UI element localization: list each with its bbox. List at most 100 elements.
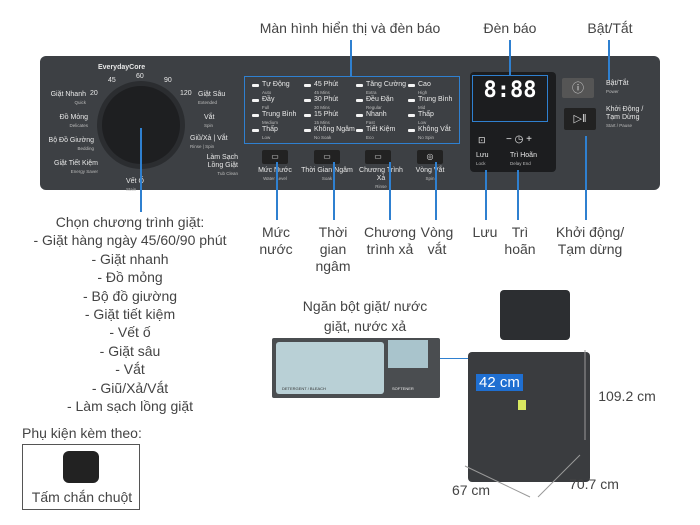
option-led bbox=[252, 84, 259, 87]
rinse-callout: Chương trình xả bbox=[363, 224, 417, 257]
option-led bbox=[252, 129, 259, 132]
dial-number: 90 bbox=[164, 77, 172, 84]
callout-line bbox=[608, 40, 610, 80]
option-led bbox=[356, 129, 363, 132]
detergent-label: DETERGENT / BLEACH bbox=[282, 386, 326, 391]
program-item: - Giặt nhanh bbox=[91, 250, 169, 267]
program-item: - Vết ố bbox=[109, 324, 151, 341]
option-led bbox=[356, 114, 363, 117]
option-led bbox=[304, 129, 311, 132]
option-led bbox=[304, 114, 311, 117]
callout-line bbox=[509, 40, 511, 75]
program-list-title: Chọn chương trình giặt: bbox=[55, 214, 205, 230]
callout-line bbox=[389, 162, 391, 220]
callout-line bbox=[140, 128, 142, 212]
option-led bbox=[408, 129, 415, 132]
energy-label-icon bbox=[518, 400, 526, 410]
softener-compartment bbox=[388, 340, 428, 368]
callout-line bbox=[350, 40, 352, 77]
display-label: Màn hình hiển thị và đèn báo bbox=[259, 20, 441, 36]
callout-line bbox=[276, 162, 278, 220]
height-dimension: 109.2 cm bbox=[598, 388, 656, 404]
accessory-name: Tấm chắn chuột bbox=[31, 489, 133, 505]
dispenser-title: Ngăn bột giặt/ nước giặt, nước xả bbox=[302, 298, 428, 334]
option-led bbox=[304, 84, 311, 87]
option-led bbox=[252, 114, 259, 117]
accessories-title: Phụ kiện kèm theo: bbox=[22, 425, 142, 441]
brand-logo: EverydayCore bbox=[98, 64, 146, 71]
power-label: Bật/Tắt bbox=[587, 20, 633, 36]
soak-time-callout: Thời gian ngâm bbox=[315, 224, 351, 274]
accessory-box: Tấm chắn chuột bbox=[22, 444, 140, 510]
program-list: Chọn chương trình giặt: - Giặt hàng ngày… bbox=[20, 213, 240, 415]
delay-minus-plus-icon[interactable]: − ◷ + bbox=[506, 134, 532, 145]
display-digits: 8:88 bbox=[483, 78, 537, 103]
callout-line bbox=[333, 162, 335, 220]
option-led bbox=[408, 114, 415, 117]
water-level-button[interactable]: ▭ bbox=[262, 150, 288, 164]
option-led bbox=[408, 99, 415, 102]
width-dimension: 67 cm bbox=[451, 482, 491, 498]
soak-button[interactable]: ▭ bbox=[314, 150, 340, 164]
start-pause-button[interactable]: ▷‖ bbox=[564, 108, 596, 130]
delay-callout: Trì hoãn bbox=[504, 224, 536, 257]
washer-body bbox=[468, 352, 590, 482]
water-level-callout: Mức nước bbox=[259, 224, 293, 257]
display-screen: 8:88 bbox=[472, 75, 548, 122]
display-area bbox=[470, 72, 556, 172]
dial-number: 20 bbox=[90, 90, 98, 97]
options-indicator-box bbox=[244, 76, 460, 144]
tub-diameter: 42 cm bbox=[476, 374, 523, 391]
option-led bbox=[304, 99, 311, 102]
softener-label: SOFTENER bbox=[392, 386, 414, 391]
power-button[interactable]: ⓘ bbox=[562, 78, 594, 98]
depth-dimension: 70.7 cm bbox=[569, 476, 619, 492]
dial-number: 60 bbox=[136, 73, 144, 80]
program-item: - Giặt tiết kiệm bbox=[84, 306, 176, 323]
program-item: - Bộ đồ giường bbox=[82, 287, 178, 304]
rinse-button[interactable]: ▭ bbox=[365, 150, 391, 164]
callout-line bbox=[585, 136, 587, 220]
dial-number: 45 bbox=[108, 77, 116, 84]
start-pause-callout: Khởi động/ Tạm dừng bbox=[555, 224, 625, 257]
callout-line bbox=[435, 162, 437, 220]
program-item: - Giũ/Xả/Vắt bbox=[91, 379, 169, 396]
program-item: - Giặt sâu bbox=[99, 342, 161, 359]
lock-callout: Lưu bbox=[472, 224, 498, 240]
callout-line bbox=[485, 170, 487, 220]
spin-button[interactable]: ◎ bbox=[417, 150, 443, 164]
program-item: - Giặt hàng ngày 45/60/90 phút bbox=[33, 232, 227, 249]
washer-lid bbox=[500, 290, 570, 340]
lock-icon[interactable]: ⊡ bbox=[478, 135, 486, 145]
